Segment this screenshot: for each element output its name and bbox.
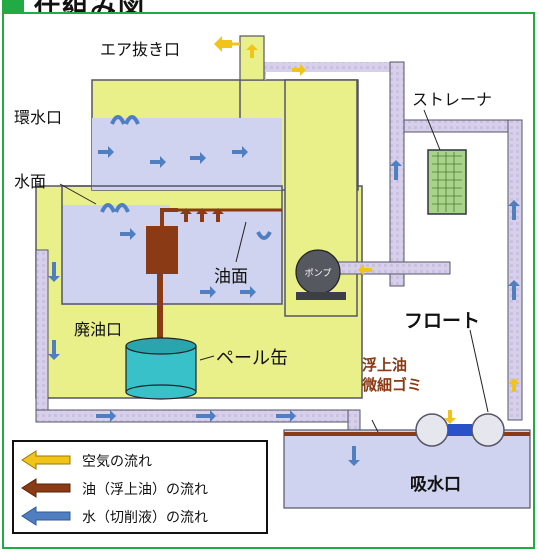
legend-oil-label: 油（浮上油）の流れ (82, 482, 208, 498)
water-arrows (48, 146, 520, 466)
return-hooks (100, 115, 272, 240)
floating-oil-leader (371, 419, 379, 433)
far-right-pipe (507, 119, 523, 421)
pump-to-strainer (329, 261, 451, 275)
pipe-left-down (35, 249, 49, 423)
intake-label: 吸水口 (410, 475, 461, 495)
float-bar (448, 424, 472, 436)
brown-arrow-icon (21, 478, 71, 498)
center-water (170, 210, 282, 304)
pail-can-label: ペール缶 (216, 348, 288, 369)
fine-dust-label: 微細ゴミ (362, 376, 423, 394)
strainer-leader (423, 109, 441, 151)
legend: 空気の流れ 油（浮上油）の流れ 水（切削液）の流れ (12, 440, 268, 534)
title-swatch (2, 0, 24, 12)
legend-water-label: 水（切削液）の流れ (82, 510, 208, 526)
legend-air-label: 空気の流れ (82, 454, 152, 470)
top-pipe (250, 44, 390, 80)
title-bar: 仕組み図 (0, 0, 539, 14)
figure-frame (2, 12, 535, 549)
oil-surface-leader (235, 221, 247, 263)
water-surface-leader (59, 183, 97, 205)
strainer-label: ストレーナ (412, 90, 493, 109)
legend-water: 水（切削液）の流れ (20, 504, 260, 530)
float-right (471, 413, 505, 447)
chamber-wall (61, 185, 283, 305)
pump-base (296, 292, 346, 300)
oil-surface-label: 油面 (214, 267, 248, 287)
air-arrows (214, 36, 520, 424)
oil-arrows (180, 208, 224, 222)
oil-collector-arm (160, 208, 178, 226)
pump-label: ポンプ (305, 268, 332, 279)
legend-oil: 油（浮上油）の流れ (20, 476, 260, 502)
pail-can-top (125, 337, 197, 355)
air-vent-label: エア抜き口 (100, 40, 181, 59)
drain-port-label: 廃油口 (74, 320, 123, 339)
strainer-pipe-top (403, 119, 523, 133)
yellow-arrow-icon (21, 450, 71, 470)
upper-water (92, 118, 282, 190)
pail-leader (199, 355, 215, 361)
return-port-label: 環水口 (14, 108, 63, 127)
strainer-mesh (432, 152, 462, 212)
pail-can-bottom (125, 384, 197, 400)
float-left (415, 413, 449, 447)
oil-collector (146, 226, 178, 274)
strainer-body (427, 149, 467, 215)
page-title: 仕組み図 (34, 0, 146, 14)
blue-arrow-icon (21, 506, 71, 526)
float-label: フロート (404, 310, 481, 332)
water-surface-label: 水面 (14, 172, 47, 191)
legend-air: 空気の流れ (20, 448, 260, 474)
float-pointer (469, 329, 489, 413)
floating-oil-label: 浮上油 (362, 356, 408, 374)
